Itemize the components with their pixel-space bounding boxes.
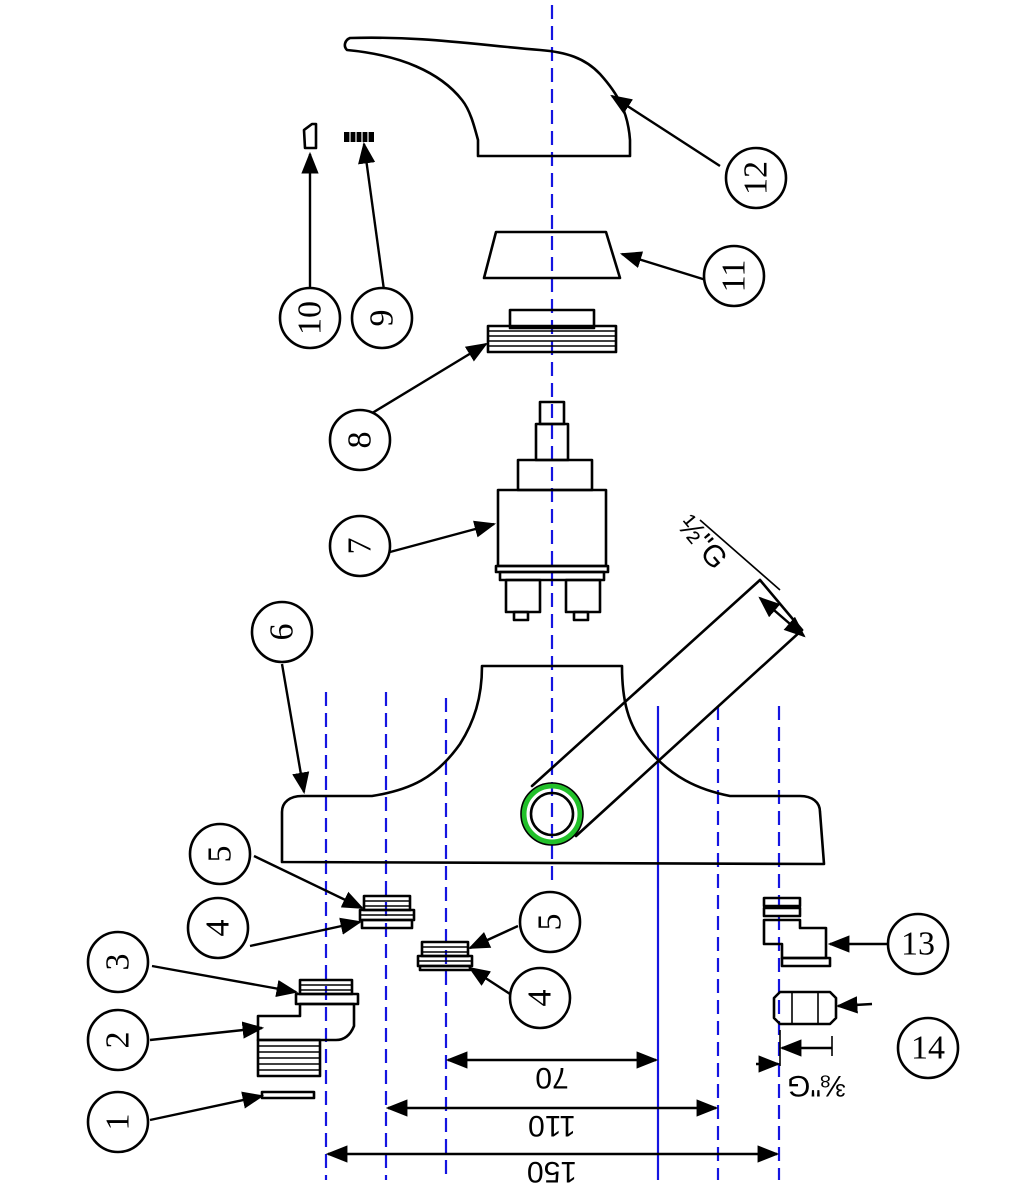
center-fitting: [416, 940, 474, 972]
svg-text:6: 6: [264, 624, 301, 641]
lever-handle: [343, 36, 632, 158]
right-elbow: [762, 896, 832, 968]
svg-text:8: 8: [342, 432, 379, 449]
callout-4-center: 4: [508, 966, 572, 1030]
svg-text:4: 4: [522, 990, 559, 1007]
callout-7: 7: [328, 514, 392, 578]
svg-text:12: 12: [738, 161, 775, 195]
retaining-nut: [486, 308, 618, 354]
callout-3: 3: [86, 930, 150, 994]
hex-nut: ⅜"G: [756, 990, 873, 1102]
callout-13: 13: [886, 912, 950, 976]
svg-text:3: 3: [100, 954, 137, 971]
callout-14: 14: [896, 1016, 960, 1080]
callout-10: 10: [278, 286, 342, 350]
dimension-150-label: 150: [527, 1155, 577, 1188]
svg-text:1: 1: [100, 1114, 137, 1131]
callout-8: 8: [328, 408, 392, 472]
svg-text:5: 5: [202, 846, 239, 863]
svg-text:9: 9: [364, 310, 401, 327]
svg-text:5: 5: [532, 914, 569, 931]
set-screw: [344, 132, 374, 142]
dimension-70-label: 70: [535, 1061, 568, 1094]
callout-5-left: 5: [188, 822, 252, 886]
svg-text:10: 10: [292, 301, 329, 335]
cartridge: [494, 400, 610, 622]
dimension-70: 70: [445, 1051, 659, 1094]
callout-12: 12: [724, 146, 788, 210]
cover-cap: [482, 230, 622, 280]
callout-4-left: 4: [186, 896, 250, 960]
dimension-110: 110: [385, 1099, 719, 1142]
small-insert: [302, 122, 318, 150]
spout-thread-label: ½"G: [671, 509, 734, 575]
callout-2: 2: [86, 1008, 150, 1072]
dimension-110-label: 110: [528, 1109, 576, 1142]
svg-text:13: 13: [901, 926, 935, 963]
svg-text:2: 2: [100, 1032, 137, 1049]
dimension-150: 150: [325, 1145, 780, 1188]
callout-9: 9: [350, 286, 414, 350]
svg-text:7: 7: [342, 538, 379, 555]
leader-lines: [149, 94, 890, 1122]
elbow-connector: [256, 978, 360, 1100]
fitting-thread-label: ⅜"G: [787, 1069, 846, 1102]
svg-text:4: 4: [200, 920, 237, 937]
callout-5-center: 5: [518, 890, 582, 954]
callout-11: 11: [702, 244, 766, 308]
callout-1: 1: [86, 1090, 150, 1154]
svg-text:14: 14: [911, 1030, 945, 1067]
svg-text:11: 11: [716, 260, 753, 293]
callout-6: 6: [250, 600, 314, 664]
